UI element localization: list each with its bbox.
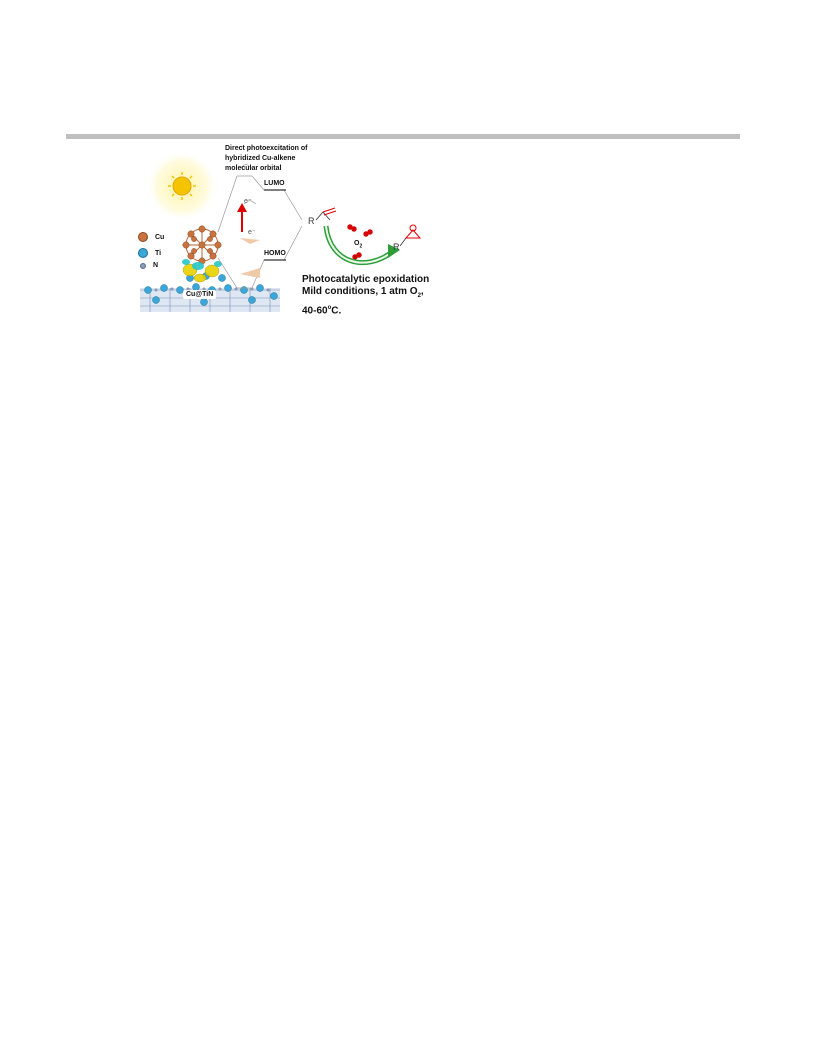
hole-wedge	[240, 238, 260, 244]
reaction-arrow-icon	[326, 226, 400, 263]
legend-ti: Ti	[138, 248, 161, 258]
reaction-conditions: Photocatalytic epoxidation Mild conditio…	[302, 274, 429, 317]
graphical-abstract-figure: Direct photoexcitation of hybridized Cu-…	[130, 140, 440, 312]
lower-wedge	[240, 268, 260, 278]
conditions-text: ,	[421, 286, 424, 297]
legend-label: Cu	[155, 234, 164, 241]
homo-label: HOMO	[264, 250, 286, 257]
cu-atom-icon	[138, 232, 148, 242]
r-group-product: R	[393, 242, 400, 252]
legend-label: Ti	[155, 250, 161, 257]
conditions-line-2: 40-60oC.	[302, 302, 429, 317]
figure-caption: Direct photoexcitation of hybridized Cu-…	[225, 144, 307, 174]
reaction-title: Photocatalytic epoxidation	[302, 274, 429, 286]
header-rule	[66, 134, 740, 139]
caption-line: hybridized Cu-alkene	[225, 154, 307, 164]
ti-atom-icon	[138, 248, 148, 258]
r-group-reactant: R	[308, 216, 315, 226]
caption-line: Direct photoexcitation of	[225, 144, 307, 154]
cu-cluster	[182, 226, 222, 282]
conditions-text: 40-60	[302, 305, 328, 316]
conditions-text: C.	[331, 305, 341, 316]
lumo-label: LUMO	[264, 180, 285, 187]
electron-label: e⁻	[244, 197, 252, 205]
catalyst-label: Cu@TiN	[183, 290, 216, 299]
epoxide-structure	[400, 225, 420, 246]
hole-label: e⁻	[248, 228, 256, 236]
n-atom-icon	[140, 263, 146, 269]
legend-cu: Cu	[138, 232, 164, 242]
caption-line: molecular orbital	[225, 164, 307, 174]
conditions-line-1: Mild conditions, 1 atm O2,	[302, 286, 429, 302]
conditions-text: Mild conditions, 1 atm O	[302, 286, 418, 297]
legend-n: N	[140, 262, 158, 269]
excitation-arrow-icon	[237, 203, 247, 232]
legend-label: N	[153, 262, 158, 269]
o2-subscript: 2	[359, 243, 362, 249]
o2-label: O2	[354, 240, 362, 249]
